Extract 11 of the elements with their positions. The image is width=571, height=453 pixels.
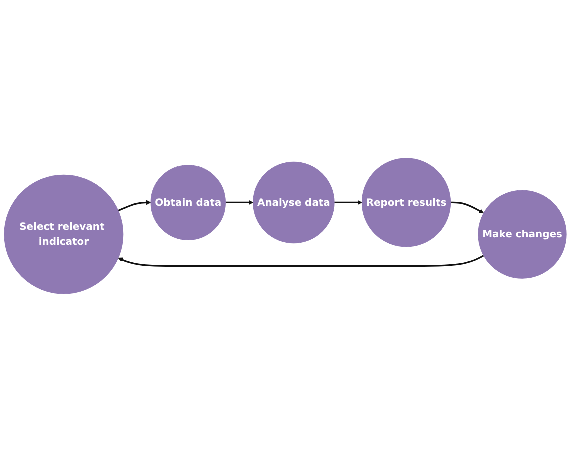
arrow	[226, 200, 254, 206]
arrow	[450, 202, 484, 214]
arrow	[118, 200, 152, 212]
cycle-diagram: Select relevant indicator Obtain data Analyse data Report results Make changes	[0, 154, 571, 299]
node-circle	[150, 165, 226, 241]
node-circle	[253, 162, 335, 244]
arrow	[118, 255, 484, 268]
arrow	[334, 200, 362, 206]
node-circle	[362, 158, 452, 248]
node-circle	[478, 190, 567, 280]
node-circle	[4, 175, 124, 295]
